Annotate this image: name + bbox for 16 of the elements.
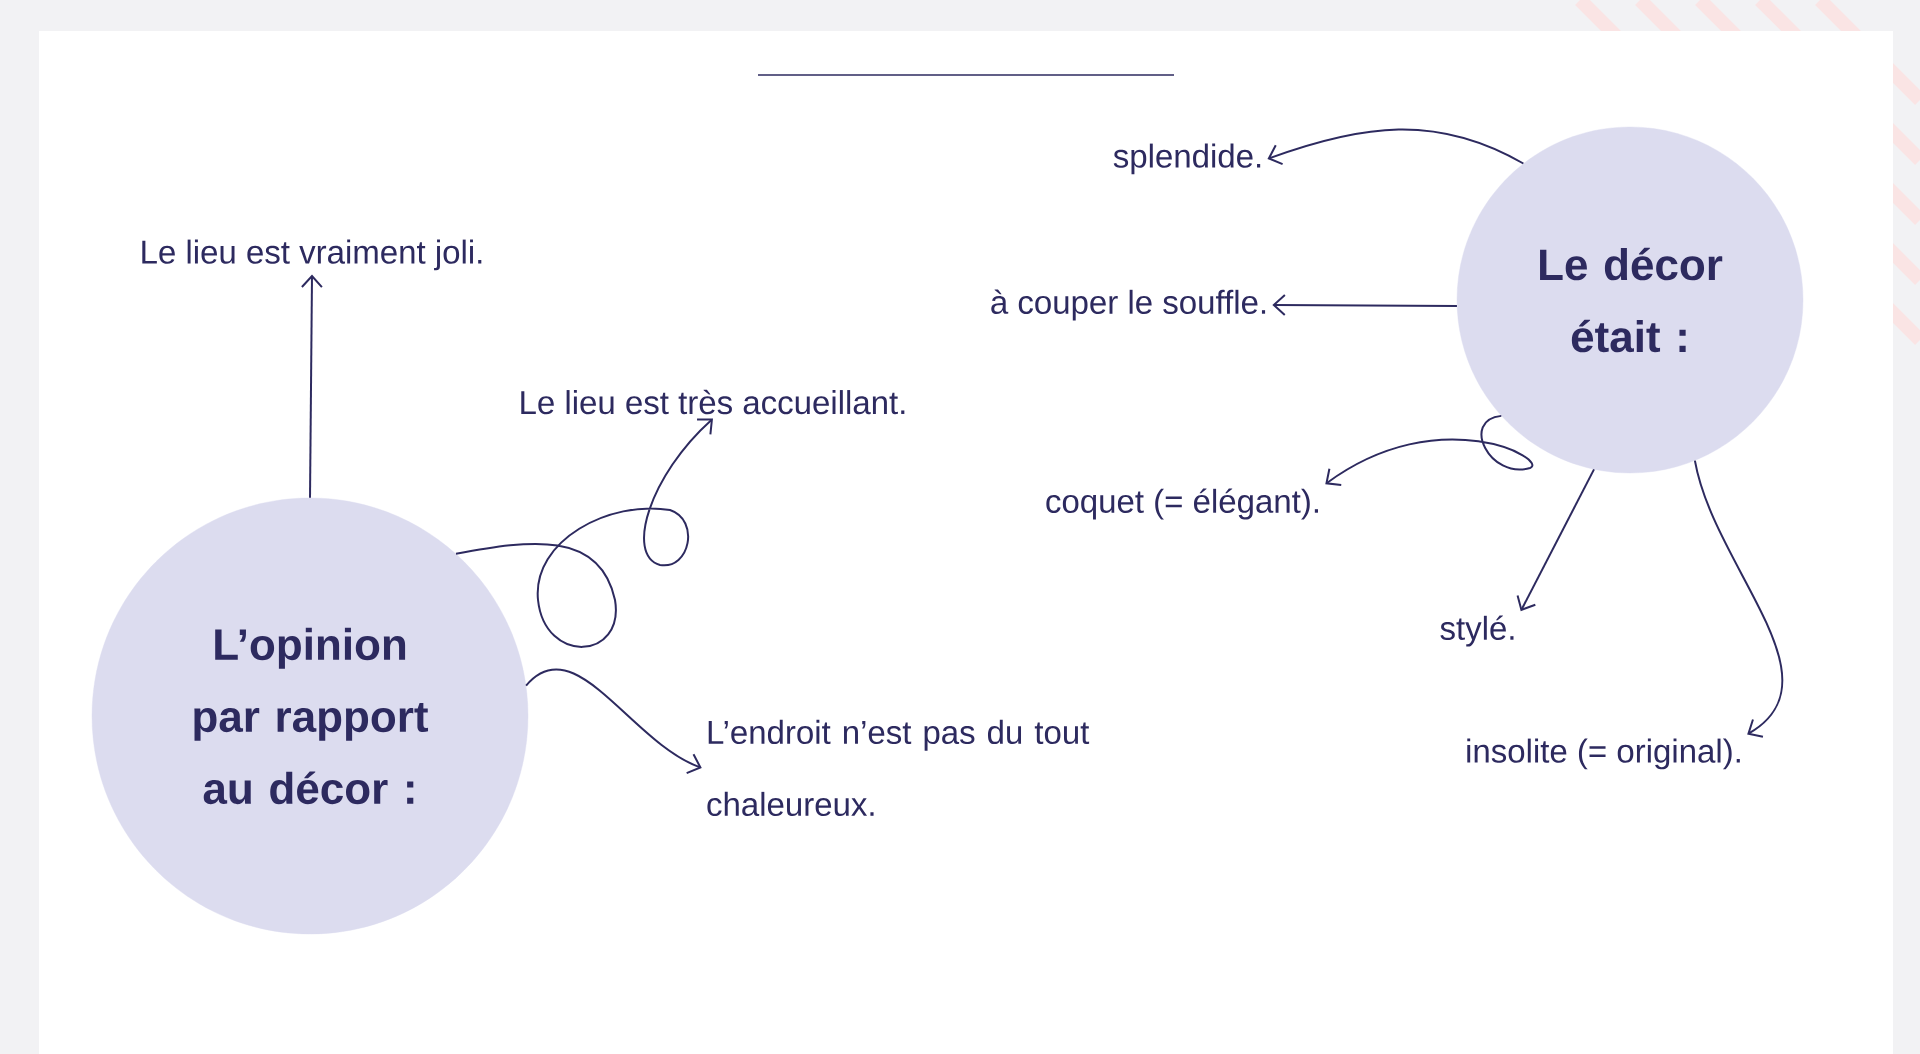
answer-text: splendide. [1113,143,1261,175]
arrow [1516,468,1595,612]
answer-text: à couper le souffle. [991,289,1266,321]
arrow [1693,459,1784,738]
answer-text: coquet (= élégant). [1046,488,1318,520]
arrow [455,418,713,648]
arrow [1267,128,1525,166]
arrow [525,668,702,775]
arrow [300,274,323,499]
answer-text: L’endroit n’est pas du tout chaleureux. [707,719,1090,817]
answer-text: Le lieu est vraiment joli. [142,239,482,271]
answer-text: insolite (= original). [1467,738,1740,770]
answer-text: Le lieu est très accueillant. [521,389,905,415]
answer-text: stylé. [1440,615,1514,647]
arrow [1325,414,1534,486]
arrow [1272,294,1458,317]
